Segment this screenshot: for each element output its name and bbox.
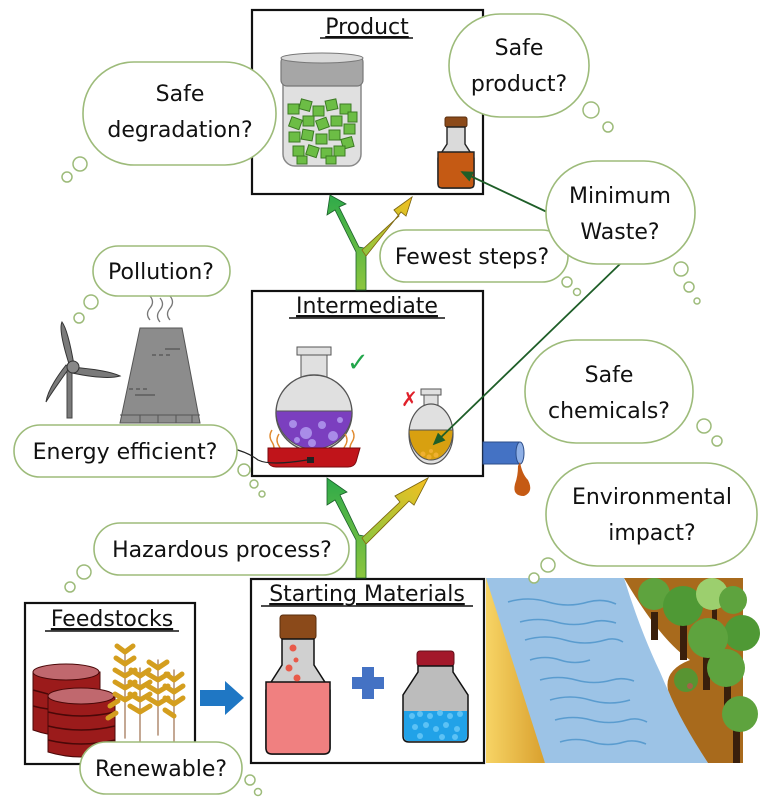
bubble-renewable: Renewable?	[79, 741, 263, 797]
feed-arrow-icon	[200, 681, 244, 715]
svg-text:Environmental: Environmental	[572, 485, 732, 510]
wind-turbine-icon	[45, 321, 122, 419]
bubble-fewest-steps: Fewest steps?	[379, 229, 582, 297]
route-arrows-upper	[326, 194, 413, 291]
bubble-minimum-waste: Minimum Waste?	[545, 160, 701, 305]
heated-flask-icon	[229, 346, 361, 468]
svg-text:Fewest steps?: Fewest steps?	[395, 245, 549, 270]
starting-materials-title: Starting Materials	[269, 582, 465, 607]
svg-text:Safe: Safe	[585, 363, 634, 388]
bubble-safe-chemicals: Safe chemicals?	[524, 339, 723, 447]
route-arrows-lower	[326, 477, 429, 579]
wheat-icon	[105, 643, 186, 746]
product-box: Product	[250, 8, 485, 196]
checkmark-icon: ✓	[347, 347, 369, 377]
svg-text:impact?: impact?	[608, 521, 695, 546]
bubble-safe-product: Safe product?	[448, 13, 614, 133]
svg-text:Safe: Safe	[495, 36, 544, 61]
bubble-energy-efficient: Energy efficient?	[13, 424, 266, 498]
svg-text:product?: product?	[471, 72, 567, 97]
svg-text:Hazardous process?: Hazardous process?	[112, 538, 332, 563]
svg-text:Pollution?: Pollution?	[108, 260, 214, 285]
pink-flask-icon	[265, 614, 331, 755]
svg-text:Renewable?: Renewable?	[95, 757, 227, 782]
bubble-environmental-impact: Environmental impact?	[528, 462, 758, 584]
bubble-safe-degradation: Safe degradation?	[61, 61, 277, 183]
bubble-hazardous-process: Hazardous process?	[64, 522, 350, 593]
product-title: Product	[325, 15, 409, 40]
cross-icon: ✗	[401, 389, 418, 411]
bubble-pollution: Pollution?	[73, 245, 231, 324]
waste-pointer-product	[460, 171, 548, 213]
oil-barrels-icon	[32, 663, 116, 758]
intermediate-box: Intermediate ✓	[229, 289, 485, 478]
svg-text:degradation?: degradation?	[107, 118, 252, 143]
starting-materials-box: Starting Materials	[249, 577, 486, 765]
small-flask-icon	[408, 388, 454, 465]
pellet-jar-icon	[280, 52, 364, 167]
svg-text:Minimum: Minimum	[569, 184, 671, 209]
intermediate-title: Intermediate	[296, 294, 438, 319]
waste-pointer-intermediate	[432, 263, 621, 446]
svg-text:chemicals?: chemicals?	[548, 399, 670, 424]
plus-icon	[352, 667, 384, 699]
river-landscape-icon	[486, 578, 760, 763]
svg-text:Energy efficient?: Energy efficient?	[33, 440, 218, 465]
blue-beads-jar-icon	[402, 650, 469, 743]
feedstocks-box: Feedstocks	[23, 601, 197, 766]
feedstocks-title: Feedstocks	[51, 607, 173, 632]
svg-text:Waste?: Waste?	[580, 220, 659, 245]
waste-pipe-icon	[482, 441, 531, 496]
trees-icon	[638, 578, 760, 763]
cooling-tower-icon	[119, 295, 201, 424]
svg-text:Safe: Safe	[156, 82, 205, 107]
